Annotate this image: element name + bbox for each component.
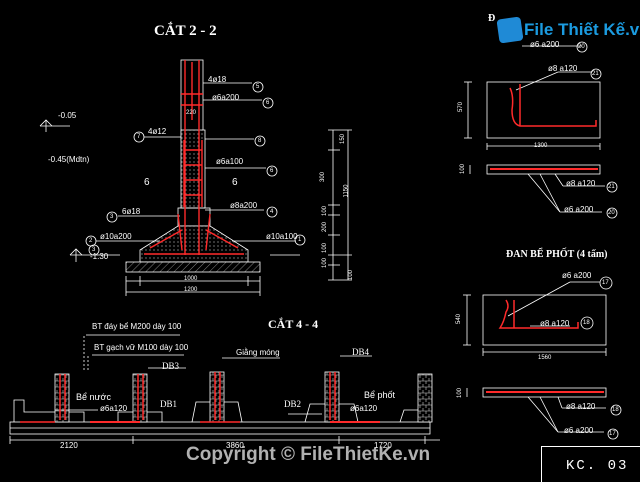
filethietke-logo: File Thiết Kế.vn xyxy=(494,14,640,44)
label-6o18: 6ø18 xyxy=(122,207,141,216)
marker-7: 7 xyxy=(137,134,141,140)
slab-top-rebar xyxy=(490,84,598,170)
slab-top-dim-1300: 1300 xyxy=(534,143,548,149)
label-tie-beam: Giằng móng xyxy=(236,348,280,357)
label-water-tank: Bể nước xyxy=(76,392,111,402)
marker-6-top: 6 xyxy=(266,100,270,106)
level-minus-1-30: -1.30 xyxy=(90,252,109,261)
level-minus-0-45: -0.45(Mdtn) xyxy=(48,155,90,164)
slab-septic-sec-o8a120: ø8 a120 xyxy=(566,402,596,411)
dim-2120: 2120 xyxy=(60,441,78,450)
slab-septic-title: ĐAN BỂ PHỐT (4 tấm) xyxy=(506,249,608,260)
label-septic-tank: Bể phốt xyxy=(364,390,396,400)
zone-right: 6 xyxy=(232,177,238,188)
slab-top-o8a120: ø8 a120 xyxy=(548,64,578,73)
section-4-4-rebar xyxy=(20,372,380,423)
label-bar-left: ø6a120 xyxy=(100,404,128,413)
label-db3: DB3 xyxy=(162,361,180,371)
slab-septic-dim-1560: 1560 xyxy=(538,355,552,361)
slab-septic-marker-18: 18 xyxy=(583,320,590,326)
copyright-watermark: Copyright © FileThietKe.vn xyxy=(186,444,431,465)
marker-3: 3 xyxy=(110,214,114,220)
marker-1: 1 xyxy=(298,237,302,243)
logo-text: File Thiết Kế.vn xyxy=(524,20,640,39)
marker-2: 2 xyxy=(89,238,93,244)
slab-top-drawing xyxy=(464,41,618,219)
slab-top-dim-100: 100 xyxy=(460,163,467,175)
title-block xyxy=(541,446,640,482)
section-2-2-title: CẮT 2 - 2 xyxy=(154,23,217,39)
slab-top-marker-20: 20 xyxy=(578,44,585,50)
marker-4: 4 xyxy=(270,209,274,215)
slab-top-sec-marker-21: 21 xyxy=(608,184,615,190)
dim-3860: 3860 xyxy=(226,441,244,450)
vdim-1150: 1150 xyxy=(343,184,350,198)
slab-top-marker-21: 21 xyxy=(592,71,599,77)
slab-septic-o6a200: ø6 a200 xyxy=(562,271,592,280)
label-o6a100: ø6a100 xyxy=(216,157,244,166)
label-bar-right: ø6a120 xyxy=(350,404,378,413)
level-minus-0-05: -0.05 xyxy=(58,111,77,120)
dim-1720: 1720 xyxy=(374,441,392,450)
slab-septic-dim-540: 540 xyxy=(456,313,463,325)
slab-septic-sec-marker-17: 17 xyxy=(609,431,616,437)
slab-top-sec-o6a200: ø6 a200 xyxy=(564,205,594,214)
vdim-150: 150 xyxy=(340,133,347,145)
logo-mark-icon xyxy=(496,16,524,44)
slab-top-o6a200: ø6 a200 xyxy=(530,40,560,49)
note-bt-gach: BT gạch vữ M100 dày 100 xyxy=(94,343,189,352)
vdim-100a: 100 xyxy=(322,205,329,217)
note-bt-day: BT đáy bể M200 dày 100 xyxy=(92,322,182,331)
label-4o12: 4ø12 xyxy=(148,127,167,136)
slab-top-sec-marker-20: 20 xyxy=(608,210,615,216)
slab-septic-drawing xyxy=(463,276,622,440)
vdim-100d: 100 xyxy=(348,269,355,281)
slab-septic-marker-17: 17 xyxy=(602,280,609,286)
dim-1200: 1200 xyxy=(184,287,198,293)
label-o8a200: ø8a200 xyxy=(230,201,258,210)
label-db1: DB1 xyxy=(160,399,178,409)
vdim-100c: 100 xyxy=(322,257,329,269)
zone-left: 6 xyxy=(144,177,150,188)
slab-septic-sec-marker-18: 18 xyxy=(612,407,619,413)
label-o6a200-top: ø6a200 xyxy=(212,93,240,102)
vdim-200: 200 xyxy=(322,221,329,233)
slab-septic-rebar xyxy=(486,299,604,393)
label-4o18: 4ø18 xyxy=(208,75,227,84)
label-o10a200: ø10a200 xyxy=(100,232,132,241)
slab-septic-dim-100: 100 xyxy=(457,387,464,399)
label-o10a100: ø10a100 xyxy=(266,232,298,241)
slab-top-title: Đ xyxy=(488,13,496,24)
marker-5: 5 xyxy=(256,84,260,90)
marker-8: 8 xyxy=(258,138,262,144)
vdim-100b: 100 xyxy=(322,242,329,254)
section-2-2-drawing xyxy=(39,59,352,296)
dim-220: 220 xyxy=(186,110,197,116)
slab-top-dim-570: 570 xyxy=(458,101,465,113)
sheet-number: KC. 03 xyxy=(566,458,629,474)
section-4-4-title: CẮT 4 - 4 xyxy=(268,317,319,331)
dim-1000: 1000 xyxy=(184,276,198,282)
section-2-2-rebar xyxy=(144,60,244,255)
label-db4: DB4 xyxy=(352,347,370,357)
slab-septic-o8a120: ø8 a120 xyxy=(540,319,570,328)
slab-top-sec-o8a120: ø8 a120 xyxy=(566,179,596,188)
vdim-300: 300 xyxy=(320,171,327,183)
marker-3-low: 3 xyxy=(92,247,96,253)
marker-6-mid: 6 xyxy=(270,168,274,174)
slab-septic-sec-o6a200: ø6 a200 xyxy=(564,426,594,435)
label-db2: DB2 xyxy=(284,399,302,409)
